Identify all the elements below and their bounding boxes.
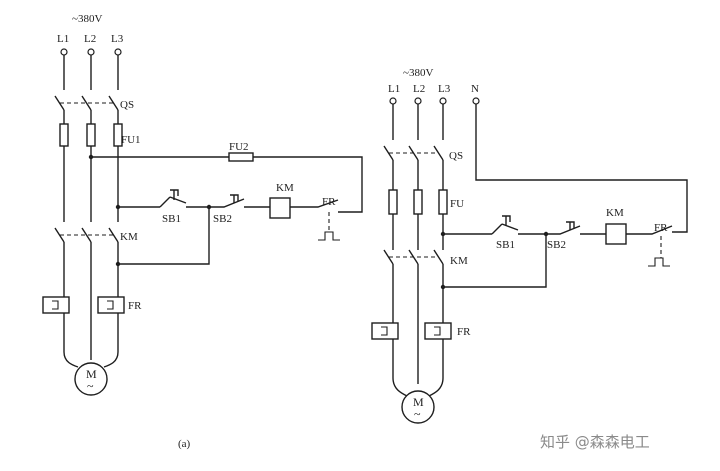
km-b-coil-label: KM: [606, 207, 624, 219]
supply-wires: [63, 55, 119, 90]
motor-a: [74, 362, 108, 396]
fu-b-label: FU: [450, 198, 464, 210]
motor-a-label: M: [86, 367, 97, 381]
motor-b-label: M: [413, 395, 424, 409]
km-contacts-label: KM: [120, 231, 138, 243]
fu1-label: FU1: [121, 134, 141, 146]
diagram-b-phase-l3: L3: [438, 83, 451, 95]
fu1-fuse-l2: [86, 123, 96, 147]
diagram-a-phase-l3: L3: [111, 33, 124, 45]
terminal-l1: [60, 48, 68, 56]
fr-b-relay-l3: [424, 322, 452, 340]
km-coil: [269, 197, 291, 219]
diagram-b-phase-l1: L1: [388, 83, 400, 95]
fr-relay-l1: [42, 296, 70, 314]
fr-relay-label: FR: [128, 300, 142, 312]
fr-b-contact: [626, 225, 680, 235]
terminal-l3: [114, 48, 122, 56]
fr-thermal-symbol: [318, 231, 340, 241]
motor-b-ac: ~: [414, 407, 421, 421]
sb2-b-contact: [546, 225, 606, 235]
fu-b-l1: [388, 189, 398, 215]
sb2-contact: [209, 198, 270, 208]
qs-switch-blades: [54, 95, 119, 111]
qs-b-label: QS: [449, 150, 463, 162]
km-hold-wire: [118, 207, 210, 265]
sb1-b-label: SB1: [496, 239, 515, 251]
sb2-button: [230, 194, 239, 203]
km-main-contacts: [54, 227, 119, 243]
neutral-wire: [475, 104, 688, 233]
sb1-button: [170, 189, 179, 200]
sb2-label: SB2: [213, 213, 232, 225]
fu2-fuse: [228, 152, 254, 162]
fu2-label: FU2: [229, 141, 249, 153]
fr-relay-l3: [97, 296, 125, 314]
diagram-b: ~380V L1 L2 L3 N QS FU SB1 SB2 KM: [371, 67, 688, 424]
fr-b-relay-l1: [371, 322, 399, 340]
diagram-a-phase-l1: L1: [57, 33, 69, 45]
diagram-a-phase-l2: L2: [84, 33, 96, 45]
fu-b-l2: [413, 189, 423, 215]
sb2-b-label: SB2: [547, 239, 566, 251]
diagram-b-phase-n: N: [471, 83, 479, 95]
km-b-contacts-label: KM: [450, 255, 468, 267]
fu-b-l3: [438, 189, 448, 215]
km-coil-label: KM: [276, 182, 294, 194]
diagram-a-supply-label: ~380V: [72, 13, 102, 25]
qs-label: QS: [120, 99, 134, 111]
fu1-fuse-l1: [59, 123, 69, 147]
control-top-wire: [91, 156, 363, 213]
sb1-label: SB1: [162, 213, 181, 225]
diagram-b-phase-l2: L2: [413, 83, 425, 95]
diagram-a-caption: (a): [178, 438, 191, 450]
fr-b-contact-label: FR: [654, 222, 668, 234]
fr-contact: [290, 199, 345, 213]
km-b-coil: [605, 223, 627, 245]
diagram-b-supply-label: ~380V: [403, 67, 433, 79]
diagram-a: ~380V L1 L2 L3 QS FU1 FU2 SB1: [42, 13, 363, 450]
sb1-contact: [159, 196, 209, 208]
fr-b-relay-label: FR: [457, 326, 471, 338]
motor-a-ac: ~: [87, 379, 94, 393]
watermark: 知乎 @森森电工: [540, 433, 650, 451]
sb1-b-contact: [491, 223, 546, 235]
fr-contact-label: FR: [322, 196, 336, 208]
km-b-hold-wire: [443, 234, 547, 288]
motor-b: [401, 390, 435, 424]
terminal-l2: [87, 48, 95, 56]
